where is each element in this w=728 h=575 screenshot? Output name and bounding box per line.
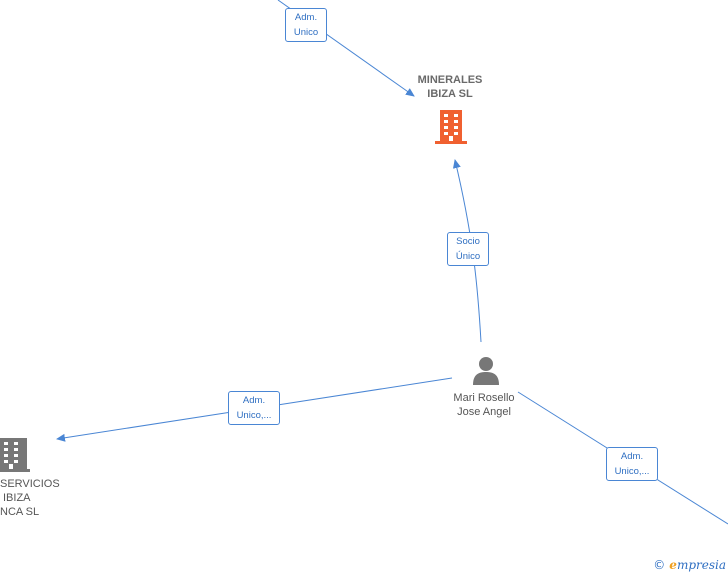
empresia-logo: ©empresia xyxy=(653,558,726,572)
node-name-line2: IBIZA SL xyxy=(427,88,473,100)
edge-label-left[interactable]: Adm. Unico,... xyxy=(228,391,280,425)
building-icon[interactable] xyxy=(435,110,467,144)
edge-label-line1: Adm. xyxy=(294,12,318,23)
node-name-line2: IBIZA xyxy=(3,492,31,504)
building-icon[interactable] xyxy=(0,438,30,472)
node-name-line1: SERVICIOS xyxy=(0,478,60,490)
edge-label-line2: Único xyxy=(455,251,481,262)
node-servicios-label[interactable]: SERVICIOS IBIZA NCA SL xyxy=(0,477,70,519)
edge-label-top-in[interactable]: Adm. Unico xyxy=(285,8,327,42)
edge-label-line2: Unico,... xyxy=(236,410,272,421)
node-name-line1: MINERALES xyxy=(417,74,483,86)
edge-label-line1: Adm. xyxy=(242,395,266,406)
edge-label-line1: Socio xyxy=(456,236,480,247)
edge-label-line1: Adm. xyxy=(620,451,644,462)
node-name-line1: Mari Rosello xyxy=(453,392,515,404)
person-icon[interactable] xyxy=(471,356,501,386)
edge-label-right[interactable]: Adm. Unico,... xyxy=(606,447,658,481)
edge-label-line2: Unico,... xyxy=(614,466,650,477)
brand-rest: mpresia xyxy=(676,558,726,572)
brand-e: e xyxy=(669,558,677,572)
copyright-symbol: © xyxy=(653,558,666,572)
node-name-line3: NCA SL xyxy=(0,506,40,518)
node-name-line2: Jose Angel xyxy=(457,406,511,418)
node-person-label[interactable]: Mari Rosello Jose Angel xyxy=(434,391,534,419)
edge-label-socio[interactable]: Socio Único xyxy=(447,232,489,266)
edge-label-line2: Unico xyxy=(293,27,319,38)
node-minerales-label[interactable]: MINERALES IBIZA SL xyxy=(400,73,500,101)
